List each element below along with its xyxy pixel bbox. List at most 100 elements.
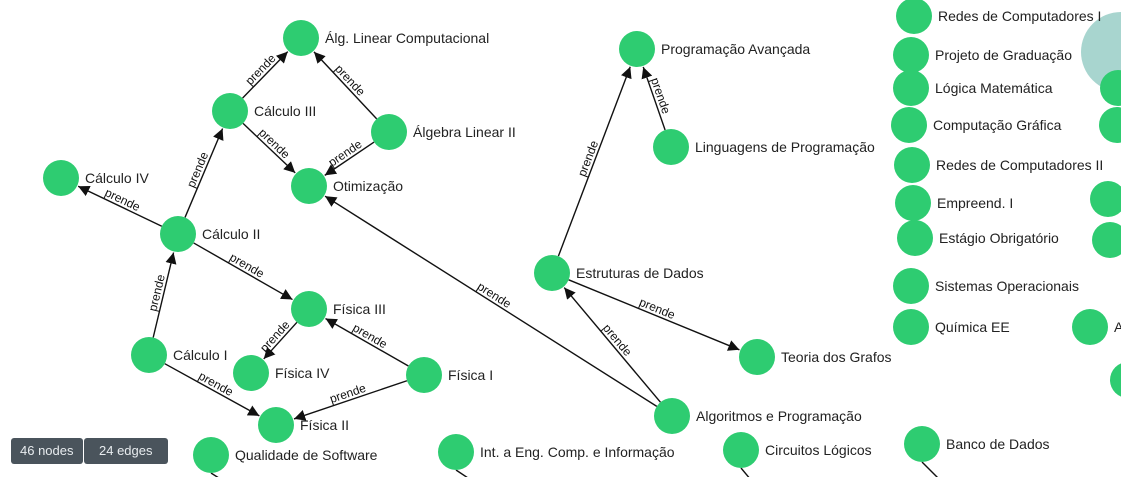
node-circle[interactable]	[43, 160, 79, 196]
node-fis2[interactable]: Física II	[258, 407, 349, 443]
node-partial-1[interactable]	[1100, 70, 1121, 106]
node-circle[interactable]	[160, 216, 196, 252]
edge-calc2-to-fis3[interactable]: prende	[193, 242, 293, 301]
node-otimizacao[interactable]: Otimização	[291, 168, 403, 204]
node-circle[interactable]	[131, 337, 167, 373]
edge-line[interactable]	[324, 195, 658, 407]
node-circle[interactable]	[534, 255, 570, 291]
node-fis1[interactable]: Física I	[406, 357, 493, 393]
edge-calc3-to-alg-lin-comp[interactable]: prende	[242, 51, 289, 99]
node-circle[interactable]	[406, 357, 442, 393]
node-int-eng[interactable]: Int. a Eng. Comp. e Informação	[438, 434, 675, 470]
edge-line[interactable]	[641, 66, 666, 131]
edge-alg-lin2-to-alg-lin-comp[interactable]: prende	[313, 51, 378, 120]
node-redes1[interactable]: Redes de Computadores I	[896, 0, 1101, 34]
node-circle[interactable]	[193, 437, 229, 473]
node-circle[interactable]	[739, 339, 775, 375]
node-circle[interactable]	[1092, 222, 1121, 258]
node-qual-soft[interactable]: Qualidade de Software	[193, 437, 378, 473]
node-prog-av[interactable]: Programação Avançada	[619, 31, 810, 67]
node-circle[interactable]	[896, 0, 932, 34]
node-circle[interactable]	[1090, 181, 1121, 217]
node-circle[interactable]	[904, 426, 940, 462]
node-calc1[interactable]: Cálculo I	[131, 337, 227, 373]
node-partial-3[interactable]	[1090, 181, 1121, 217]
edge-line[interactable]	[568, 279, 740, 351]
node-alg-lin2[interactable]: Álgebra Linear II	[371, 114, 516, 150]
edge-ling-prog-to-prog-av[interactable]: prende	[641, 66, 673, 131]
edge-estr-dados-to-prog-av[interactable]: prende	[557, 66, 632, 257]
node-comp-graf[interactable]: Computação Gráfica	[891, 107, 1062, 143]
edge-alg-lin2-to-otimizacao[interactable]: prende	[324, 137, 375, 176]
node-circle[interactable]	[291, 291, 327, 327]
edge-line[interactable]	[193, 242, 293, 301]
edge-line[interactable]	[77, 185, 163, 227]
node-calc2[interactable]: Cálculo II	[160, 216, 260, 252]
node-circle[interactable]	[894, 147, 930, 183]
node-empreend1[interactable]: Empreend. I	[895, 185, 1013, 221]
edge-fis3-to-fis4[interactable]: prende	[257, 318, 298, 360]
edge-calc2-to-calc4[interactable]: prende	[77, 185, 163, 227]
edge-line[interactable]	[313, 51, 378, 120]
node-teoria-grafos[interactable]: Teoria dos Grafos	[739, 339, 892, 375]
edge-line[interactable]	[293, 380, 408, 421]
node-alg-lin-comp[interactable]: Álg. Linear Computacional	[283, 20, 489, 56]
node-circle[interactable]	[723, 432, 759, 468]
node-partial-a[interactable]: A	[1072, 309, 1121, 345]
node-circle[interactable]	[291, 168, 327, 204]
edge-calc2-to-calc3[interactable]: prende	[184, 128, 224, 218]
node-circle[interactable]	[212, 93, 248, 129]
node-circle[interactable]	[653, 129, 689, 165]
node-estagio[interactable]: Estágio Obrigatório	[897, 220, 1059, 256]
edge-line[interactable]	[563, 287, 661, 403]
edge-line[interactable]	[263, 321, 298, 360]
node-circle[interactable]	[1110, 362, 1121, 398]
node-circle[interactable]	[233, 355, 269, 391]
node-redes2[interactable]: Redes de Computadores II	[894, 147, 1103, 183]
node-quimica[interactable]: Química EE	[893, 309, 1010, 345]
edge-line[interactable]	[184, 128, 224, 218]
node-partial-2[interactable]	[1099, 107, 1121, 143]
node-circle[interactable]	[891, 107, 927, 143]
node-calc3[interactable]: Cálculo III	[212, 93, 316, 129]
edge-line[interactable]	[164, 363, 260, 417]
node-estr-dados[interactable]: Estruturas de Dados	[534, 255, 704, 291]
node-partial-5[interactable]	[1110, 362, 1121, 398]
node-proj-grad[interactable]: Projeto de Graduação	[893, 37, 1072, 73]
edge-fis1-to-fis2[interactable]: prende	[293, 380, 408, 421]
edge-calc3-to-otimizacao[interactable]: prende	[242, 122, 296, 174]
edge-fis1-to-fis3[interactable]: prende	[325, 317, 409, 367]
node-circle[interactable]	[1100, 70, 1121, 106]
node-log-mat[interactable]: Lógica Matemática	[893, 70, 1053, 106]
node-circle[interactable]	[619, 31, 655, 67]
node-circle[interactable]	[895, 185, 931, 221]
edge-line[interactable]	[242, 51, 289, 99]
node-partial-4[interactable]	[1092, 222, 1121, 258]
edge-line[interactable]	[325, 317, 409, 367]
node-circle[interactable]	[371, 114, 407, 150]
node-circle[interactable]	[893, 268, 929, 304]
edge-line[interactable]	[152, 252, 177, 338]
node-fis4[interactable]: Física IV	[233, 355, 330, 391]
node-calc4[interactable]: Cálculo IV	[43, 160, 149, 196]
node-circ-log[interactable]: Circuitos Lógicos	[723, 432, 872, 468]
node-circle[interactable]	[1072, 309, 1108, 345]
edge-line[interactable]	[557, 66, 632, 257]
node-circle[interactable]	[654, 398, 690, 434]
node-circle[interactable]	[438, 434, 474, 470]
node-circle[interactable]	[897, 220, 933, 256]
edge-calc1-to-calc2[interactable]: prende	[146, 252, 177, 338]
edge-line[interactable]	[242, 122, 296, 174]
node-alg-prog[interactable]: Algoritmos e Programação	[654, 398, 862, 434]
edge-estr-dados-to-teoria-grafos[interactable]: prende	[568, 279, 740, 351]
node-fis3[interactable]: Física III	[291, 291, 386, 327]
node-sist-op[interactable]: Sistemas Operacionais	[893, 268, 1079, 304]
node-circle[interactable]	[283, 20, 319, 56]
node-circle[interactable]	[1099, 107, 1121, 143]
node-circle[interactable]	[893, 309, 929, 345]
node-banco-dados[interactable]: Banco de Dados	[904, 426, 1050, 462]
edge-line[interactable]	[324, 141, 375, 176]
node-circle[interactable]	[893, 37, 929, 73]
node-ling-prog[interactable]: Linguagens de Programação	[653, 129, 875, 165]
